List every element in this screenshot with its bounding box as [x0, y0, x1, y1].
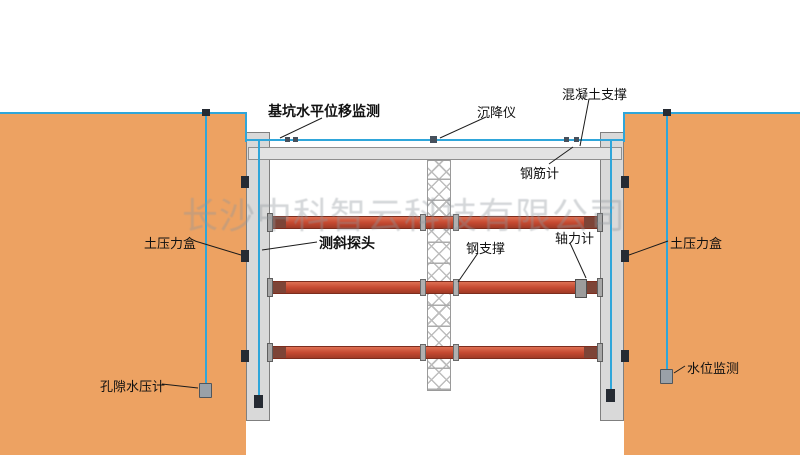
label-water-level: 水位监测	[687, 361, 740, 376]
strut-end-plate	[597, 213, 603, 232]
ground-line-right	[624, 112, 800, 114]
column-joint-plate	[453, 214, 459, 231]
label-pore-water-pressure: 孔隙水压计	[100, 379, 166, 394]
axial-force-meter-device	[575, 279, 587, 298]
concrete-support-beam	[248, 147, 622, 160]
strut-end-plate	[267, 213, 273, 232]
column-joint-plate	[420, 344, 426, 361]
inclinometer-line-right	[610, 140, 612, 395]
rebar-meter-marker	[574, 137, 579, 142]
ground-line-left	[0, 112, 246, 114]
column-joint-plate	[453, 344, 459, 361]
strut-dark-end	[584, 282, 599, 293]
soil-right	[624, 114, 800, 455]
inclinometer-probe-device-left	[254, 395, 263, 408]
label-inclinometer-probe: 测斜探头	[319, 235, 375, 251]
column-joint-plate	[420, 279, 426, 296]
rebar-meter-marker	[293, 137, 298, 142]
steel-strut-3	[267, 343, 603, 362]
label-steel-support: 钢支撑	[466, 241, 506, 256]
retaining-wall-right	[600, 132, 624, 421]
borehole-top-marker	[663, 109, 671, 116]
strut-dark-end	[271, 217, 286, 228]
pit-edge-line-right	[623, 112, 625, 142]
steel-strut-1	[267, 213, 603, 232]
strut-dark-end	[584, 217, 599, 228]
steel-strut-2	[267, 278, 603, 298]
piezometer-tube	[205, 112, 207, 384]
strut-end-plate	[597, 278, 603, 297]
earth-pressure-cell	[621, 250, 629, 262]
column-joint-plate	[420, 214, 426, 231]
label-axial-force-meter: 轴力计	[555, 231, 595, 246]
strut-end-plate	[267, 278, 273, 297]
label-earth-pressure-right: 土压力盒	[670, 236, 723, 251]
pit-edge-line-left	[245, 112, 247, 142]
pore-water-pressure-sensor	[199, 383, 212, 398]
earth-pressure-cell	[621, 176, 629, 188]
earth-pressure-cell	[241, 250, 249, 262]
rebar-meter-marker	[285, 137, 290, 142]
borehole-top-marker	[202, 109, 210, 116]
inclinometer-probe-device-right	[606, 389, 615, 402]
inclinometer-line-left	[258, 140, 260, 402]
column-joint-plate	[453, 279, 459, 296]
rebar-meter-marker	[564, 137, 569, 142]
label-earth-pressure-left: 土压力盒	[144, 236, 197, 251]
earth-pressure-cell	[241, 350, 249, 362]
earth-pressure-cell	[241, 176, 249, 188]
strut-dark-end	[271, 282, 286, 293]
earth-pressure-cell	[621, 350, 629, 362]
watermark: 长沙中科智云科技有限公司	[182, 195, 627, 236]
label-settlement-gauge: 沉降仪	[477, 105, 517, 120]
strut-end-plate	[267, 343, 273, 362]
water-level-sensor	[660, 369, 673, 384]
strut-dark-end	[584, 347, 599, 358]
settlement-gauge-marker	[430, 136, 437, 143]
label-rebar-meter: 钢筋计	[520, 166, 560, 181]
label-pit-horizontal-displacement: 基坑水平位移监测	[268, 103, 380, 119]
label-concrete-support: 混凝土支撑	[562, 87, 628, 102]
strut-end-plate	[597, 343, 603, 362]
strut-dark-end	[271, 347, 286, 358]
